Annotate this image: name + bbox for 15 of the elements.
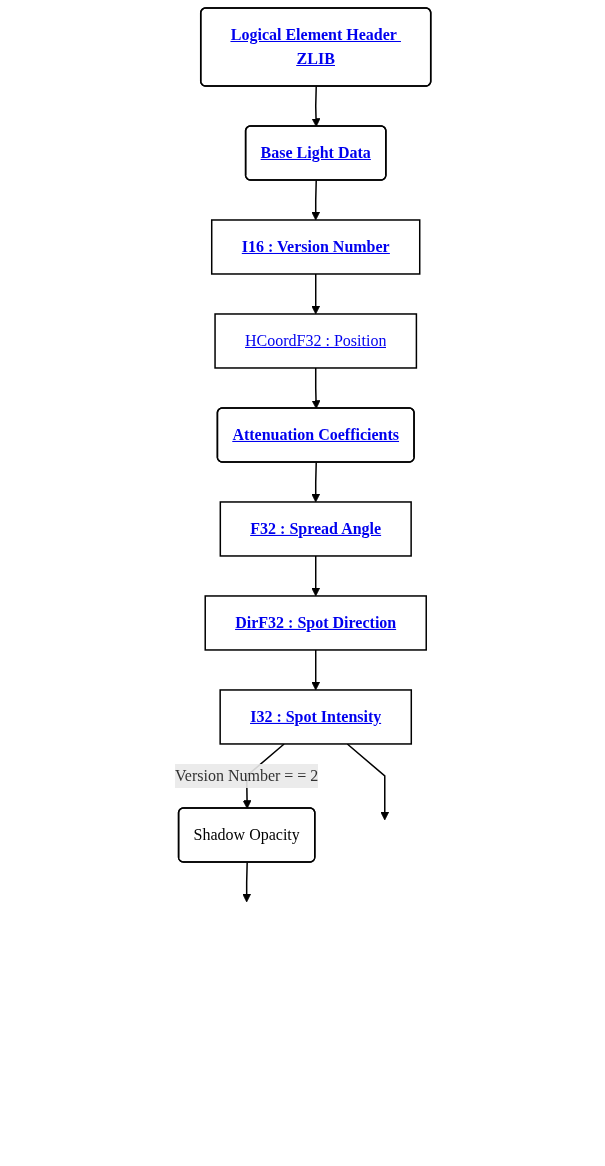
node-box: HCoordF32 : Position	[213, 313, 417, 369]
arrow	[310, 179, 320, 221]
arrow	[241, 861, 251, 903]
node-box: DirF32 : Spot Direction	[204, 595, 427, 651]
arrow	[311, 85, 321, 127]
arrow	[310, 273, 320, 315]
edge-label: Version Number = = 2	[174, 766, 318, 784]
arrow	[346, 743, 389, 821]
node-box: F32 : Spread Angle	[219, 501, 412, 557]
node-box: I32 : Spot Intensity	[219, 689, 412, 745]
arrow	[310, 555, 320, 597]
arrow	[311, 367, 321, 409]
arrow	[310, 649, 320, 691]
node-box: I16 : Version Number	[210, 219, 421, 275]
arrow	[310, 461, 320, 503]
